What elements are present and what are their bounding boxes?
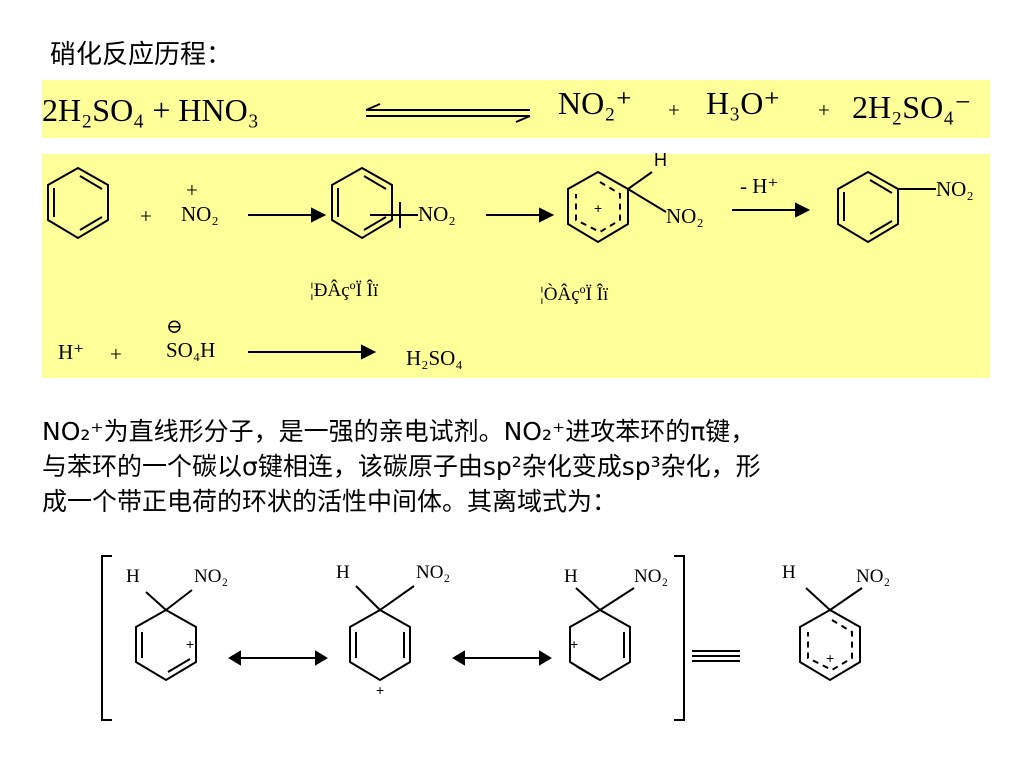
resonance-arrow-1 bbox=[228, 650, 328, 666]
resonance-structure-3 bbox=[569, 587, 635, 682]
resonance-structure-1 bbox=[135, 589, 197, 682]
pi-complex-label: ¦ÐÂçºÏ Îï bbox=[310, 280, 379, 301]
reaction-arrow-4 bbox=[248, 344, 377, 360]
eq1-reactants: 2H₂SO₄ + HNO₃ bbox=[42, 92, 259, 128]
hybrid-h: H bbox=[782, 562, 796, 583]
hybrid-no2: NO₂ bbox=[856, 566, 891, 587]
paragraph-line-1: NO₂⁺为直线形分子，是一强的亲电试剂。NO₂⁺进攻苯环的π键， bbox=[42, 417, 756, 446]
res3-h: H bbox=[564, 566, 578, 587]
hybrid-plus: + bbox=[826, 650, 835, 666]
benzene-ring-1 bbox=[47, 166, 109, 240]
res3-plus: + bbox=[570, 636, 579, 652]
eq1-plus-1: + bbox=[668, 98, 680, 122]
res1-h: H bbox=[126, 566, 140, 587]
resonance-arrow-2 bbox=[452, 650, 552, 666]
sigma-complex-label: ¦ÒÂçºÏ Îï bbox=[540, 284, 609, 305]
reaction-arrow-3 bbox=[732, 202, 811, 218]
res1-plus: + bbox=[186, 636, 195, 652]
nitrobenzene-ring bbox=[837, 170, 936, 244]
benzene-ring-pi-complex bbox=[331, 166, 418, 240]
eq1-product-h3oplus: H₃O⁺ bbox=[706, 85, 781, 121]
eq1-product-h2so4: 2H₂SO₄⁻ bbox=[852, 89, 972, 125]
reaction-arrow-2 bbox=[486, 207, 555, 223]
resonance-brackets bbox=[101, 555, 685, 721]
reaction-arrow-1 bbox=[248, 207, 327, 223]
res2-h: H bbox=[336, 562, 350, 583]
minus-h-plus: - H⁺ bbox=[740, 174, 779, 198]
sigma-complex-no2: NO₂ bbox=[666, 204, 704, 228]
eq1-plus-2: + bbox=[818, 98, 830, 122]
eq3-so4h: SO₄H bbox=[166, 338, 216, 362]
sigma-complex-h: H bbox=[654, 150, 667, 170]
eq3-plus: + bbox=[110, 342, 122, 366]
eq1-product-no2plus: NO₂⁺ bbox=[558, 85, 633, 121]
res2-plus: + bbox=[376, 682, 385, 698]
res2-no2: NO₂ bbox=[416, 562, 451, 583]
mech-plus: + bbox=[140, 204, 152, 228]
sigma-complex-plus: + bbox=[594, 200, 603, 216]
equilibrium-arrow bbox=[365, 103, 531, 123]
pi-complex-no2: NO₂ bbox=[418, 202, 456, 226]
eq3-hplus: H⁺ bbox=[58, 340, 85, 364]
mechanism-highlight-band bbox=[42, 154, 990, 378]
paragraph-line-3: 成一个带正电荷的环状的活性中间体。其离域式为： bbox=[42, 487, 618, 516]
eq3-minus-charge: ⊖ bbox=[166, 316, 183, 338]
no2-plus-charge: + bbox=[186, 178, 198, 202]
nitrobenzene-no2: NO₂ bbox=[936, 177, 974, 201]
page-title: 硝化反应历程： bbox=[50, 40, 233, 70]
res3-no2: NO₂ bbox=[634, 566, 669, 587]
sigma-complex-ring bbox=[567, 170, 667, 244]
resonance-structure-2 bbox=[349, 585, 415, 682]
res1-no2: NO₂ bbox=[194, 566, 229, 587]
delocalized-hybrid-structure bbox=[799, 587, 863, 682]
explanation-paragraph: NO₂⁺为直线形分子，是一强的亲电试剂。NO₂⁺进攻苯环的π键， 与苯环的一个碳… bbox=[42, 414, 1012, 519]
equivalence-sign bbox=[692, 650, 740, 662]
no2-electrophile: NO₂ bbox=[181, 202, 219, 226]
paragraph-line-2: 与苯环的一个碳以σ键相连，该碳原子由sp²杂化变成sp³杂化，形 bbox=[42, 452, 761, 481]
eq3-product-h2so4: H₂SO₄ bbox=[406, 346, 463, 370]
